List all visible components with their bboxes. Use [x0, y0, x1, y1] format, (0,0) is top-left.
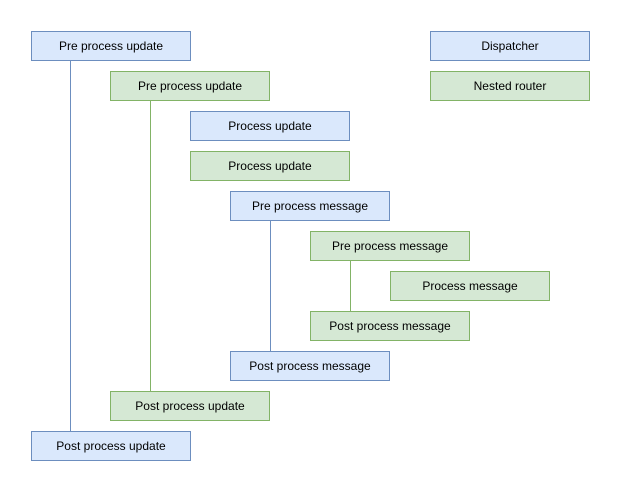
legend-dispatcher: Dispatcher	[430, 31, 590, 61]
legend-label: Nested router	[473, 79, 547, 93]
node-label: Post process message	[249, 359, 371, 373]
node-pre-process-update-dispatcher: Pre process update	[31, 31, 191, 61]
legend-nested-router: Nested router	[430, 71, 590, 101]
node-post-process-update-router: Post process update	[110, 391, 270, 421]
node-label: Pre process update	[58, 39, 164, 53]
connector-pre-post-message-dispatcher	[270, 221, 271, 351]
node-label: Post process message	[329, 319, 451, 333]
node-post-process-message-router: Post process message	[310, 311, 470, 341]
connector-pre-post-message-router	[350, 261, 351, 311]
connector-pre-post-update-dispatcher	[70, 61, 71, 431]
node-post-process-message-dispatcher: Post process message	[230, 351, 390, 381]
legend-label: Dispatcher	[481, 39, 539, 53]
node-label: Process message	[422, 279, 518, 293]
node-process-update-dispatcher: Process update	[190, 111, 350, 141]
node-pre-process-message-dispatcher: Pre process message	[230, 191, 390, 221]
node-label: Process update	[228, 119, 312, 133]
node-pre-process-update-router: Pre process update	[110, 71, 270, 101]
node-pre-process-message-router: Pre process message	[310, 231, 470, 261]
node-label: Pre process update	[137, 79, 243, 93]
node-process-message-router: Process message	[390, 271, 550, 301]
node-label: Post process update	[135, 399, 245, 413]
node-post-process-update-dispatcher: Post process update	[31, 431, 191, 461]
node-label: Pre process message	[251, 199, 369, 213]
node-label: Post process update	[56, 439, 166, 453]
node-process-update-router: Process update	[190, 151, 350, 181]
node-label: Pre process message	[331, 239, 449, 253]
connector-pre-post-update-router	[150, 100, 151, 391]
node-label: Process update	[228, 159, 312, 173]
